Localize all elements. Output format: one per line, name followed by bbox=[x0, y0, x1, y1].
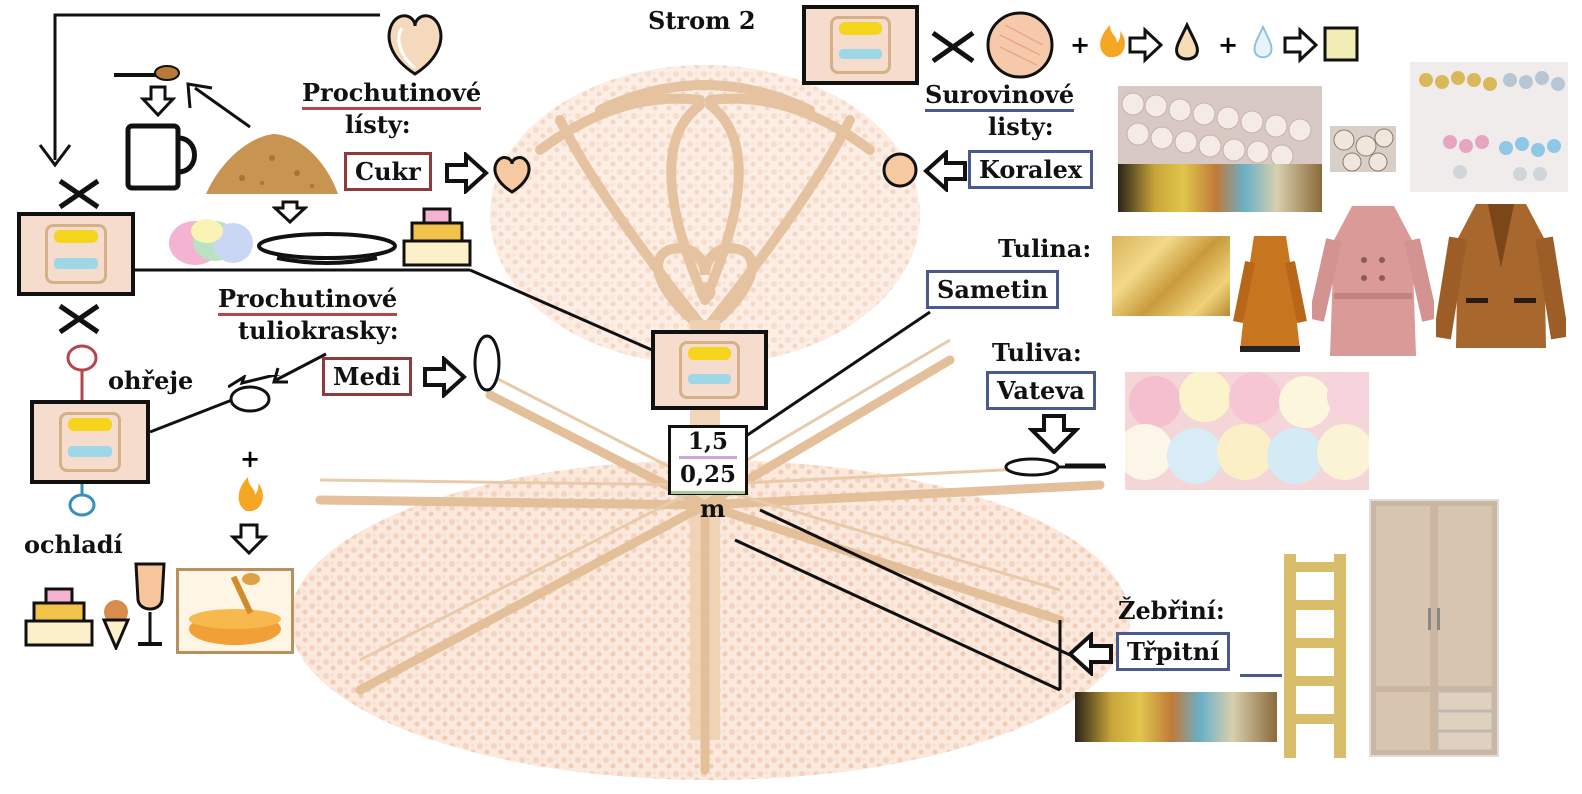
sugar-pile-icon bbox=[206, 134, 338, 194]
tree-title: Strom 2 bbox=[648, 6, 756, 35]
circle-icon bbox=[882, 152, 918, 188]
arrow-left-icon bbox=[272, 352, 327, 384]
size-top: 1,5 bbox=[679, 428, 737, 459]
vateva-label: Vateva bbox=[986, 371, 1096, 410]
velvet-fabric-photo bbox=[1112, 236, 1230, 316]
spoon-icon bbox=[114, 65, 180, 81]
cotton-balls-photo bbox=[1125, 372, 1369, 490]
arrow-left-icon bbox=[1067, 632, 1113, 676]
flavor-flowers-heading-2: tuliokrasky: bbox=[238, 316, 399, 345]
tuliva-heading: Tuliva: bbox=[992, 338, 1082, 367]
arrow-down-icon bbox=[229, 523, 269, 556]
koralex-label: Koralex bbox=[968, 150, 1094, 189]
tulina-heading: Tulina: bbox=[998, 234, 1092, 263]
heart-leaf-icon bbox=[387, 14, 443, 76]
arrow-down-icon bbox=[272, 200, 308, 224]
ice-cream-icon bbox=[101, 600, 131, 650]
material-leaves-heading-2: listy: bbox=[988, 112, 1054, 141]
zebrini-heading: Žebřiní: bbox=[1118, 596, 1225, 625]
character-thumbnail-left bbox=[17, 212, 135, 296]
pearls-photo bbox=[1118, 86, 1322, 164]
bridges bbox=[315, 355, 1105, 775]
warm-label: ohřeje bbox=[108, 366, 194, 395]
trpitni-label: Třpitní bbox=[1116, 632, 1231, 671]
sametin-label: Sametin bbox=[926, 270, 1060, 309]
mug-icon bbox=[125, 123, 197, 191]
glitter-photo-bottom bbox=[1075, 692, 1277, 742]
leaf-ring-icon bbox=[1004, 457, 1106, 477]
flavor-leaves-heading: Prochutinové bbox=[302, 78, 482, 110]
canopy bbox=[490, 65, 920, 365]
connector-lines bbox=[38, 13, 1105, 692]
drop-icon bbox=[229, 385, 271, 413]
drop-icon bbox=[473, 334, 501, 392]
arrow-right-icon bbox=[423, 356, 467, 398]
flavor-flowers-heading: Prochutinové bbox=[218, 284, 398, 316]
cool-label: ochladí bbox=[24, 530, 123, 559]
trpitni-underline bbox=[1240, 674, 1282, 677]
square-icon bbox=[1323, 26, 1359, 62]
cake-icon bbox=[24, 587, 94, 647]
flame-icon bbox=[1100, 25, 1125, 57]
medi-process: + bbox=[228, 375, 282, 556]
arrow-right-icon bbox=[1128, 26, 1164, 64]
cotton-candy-icon bbox=[169, 219, 253, 265]
honey-bowl-icon bbox=[176, 568, 294, 654]
cake-icon bbox=[402, 207, 472, 267]
drop-icon bbox=[1175, 21, 1199, 61]
ladder-icon bbox=[1284, 554, 1346, 758]
svg-text:+: + bbox=[1070, 30, 1090, 59]
wine-glass-icon bbox=[134, 562, 166, 646]
heart-leaf-icon bbox=[493, 156, 531, 194]
svg-text:+: + bbox=[240, 444, 260, 473]
arrow-right-icon bbox=[445, 152, 489, 194]
sequins-photo bbox=[1410, 62, 1568, 192]
character-thumbnail-center bbox=[651, 330, 768, 410]
water-drop-icon bbox=[1253, 24, 1273, 59]
cross-icon bbox=[58, 303, 100, 335]
tree-branches bbox=[535, 80, 875, 335]
cross-icon bbox=[931, 30, 975, 64]
character-thumbnail-top bbox=[802, 5, 919, 85]
size-box: 1,5 0,25 bbox=[668, 425, 748, 495]
medi-label: Medi bbox=[322, 357, 412, 396]
arrow-left-icon bbox=[228, 375, 282, 389]
svg-text:+: + bbox=[1218, 30, 1238, 59]
arrow-down-icon bbox=[1028, 414, 1080, 454]
size-unit: m bbox=[700, 494, 726, 523]
flavor-leaves-heading-2: lísty: bbox=[345, 110, 411, 139]
arrow-left-icon bbox=[923, 150, 967, 192]
glitter-photo-top bbox=[1118, 164, 1322, 212]
wardrobe-icon bbox=[1369, 499, 1499, 757]
trench-coat-photo bbox=[1312, 206, 1434, 356]
plate-icon bbox=[257, 232, 397, 265]
buttons-photo bbox=[1330, 126, 1396, 172]
heart-branch bbox=[653, 243, 757, 337]
arrow-right-icon bbox=[1283, 26, 1319, 64]
velvet-dress-photo bbox=[1233, 236, 1307, 352]
material-leaves-heading: Surovinové bbox=[925, 80, 1075, 112]
arrow-down-icon bbox=[140, 85, 176, 117]
blazer-photo bbox=[1436, 204, 1566, 348]
flame-icon bbox=[238, 477, 263, 511]
cukr-label: Cukr bbox=[344, 152, 432, 191]
size-bottom: 0,25 bbox=[671, 459, 745, 494]
cross-icon bbox=[58, 178, 100, 210]
top-recipe: + + bbox=[931, 11, 1359, 79]
character-thumbnail-medi bbox=[30, 400, 150, 484]
